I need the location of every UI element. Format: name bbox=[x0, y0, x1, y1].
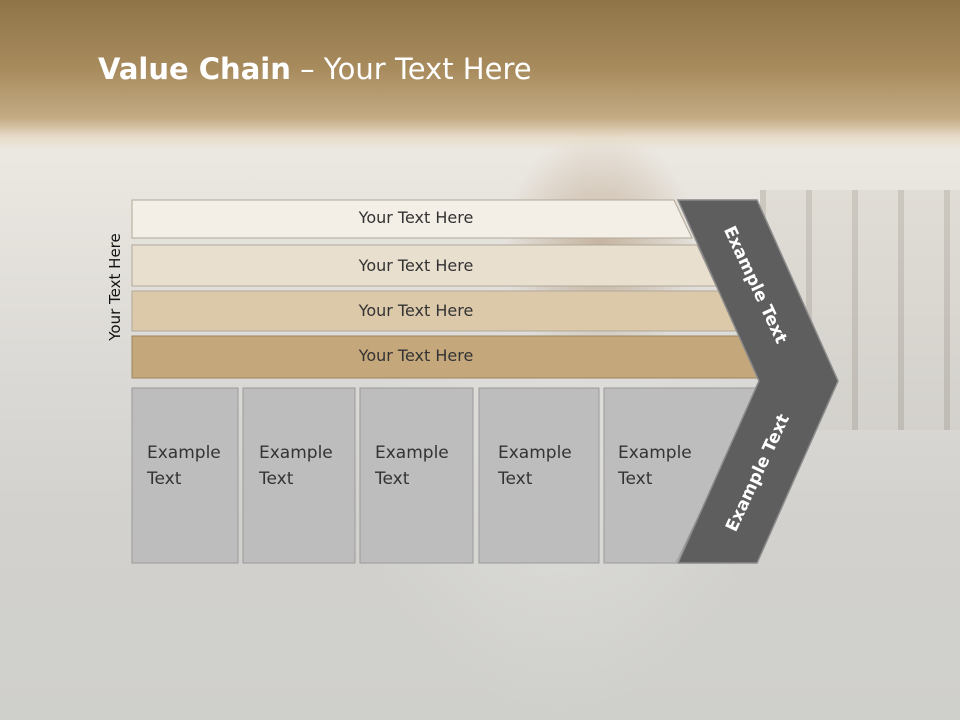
box-label-2-line1: Example bbox=[259, 443, 333, 463]
box-shape-4 bbox=[478, 387, 600, 564]
header-band bbox=[0, 0, 960, 150]
box-label-2-line2: Text bbox=[259, 469, 294, 489]
title-bold: Value Chain bbox=[98, 52, 291, 86]
box-shape-5 bbox=[603, 387, 761, 564]
box-label-4-line1: Example bbox=[498, 443, 572, 463]
box-label-4-line2: Text bbox=[498, 469, 533, 489]
chevron-shape bbox=[676, 199, 839, 564]
row-label-2: Your Text Here bbox=[358, 256, 474, 275]
box-shape-3 bbox=[359, 387, 474, 564]
box-label-3-line1: Example bbox=[375, 443, 449, 463]
box-label-1-line2: Text bbox=[147, 469, 182, 489]
box-label-1-line1: Example bbox=[147, 443, 221, 463]
row-label-4: Your Text Here bbox=[358, 346, 474, 365]
box-label-3-line2: Text bbox=[375, 469, 410, 489]
box-shape-2 bbox=[242, 387, 356, 564]
slide-title: Value Chain – Your Text Here bbox=[98, 52, 532, 86]
row-shape-1 bbox=[131, 199, 693, 239]
title-rest: – Your Text Here bbox=[290, 52, 532, 86]
box-shape-1 bbox=[131, 387, 239, 564]
box-label-5-line2: Text bbox=[618, 469, 653, 489]
box-label-5-line1: Example bbox=[618, 443, 692, 463]
row-label-3: Your Text Here bbox=[358, 301, 474, 320]
row-label-1: Your Text Here bbox=[358, 208, 474, 227]
